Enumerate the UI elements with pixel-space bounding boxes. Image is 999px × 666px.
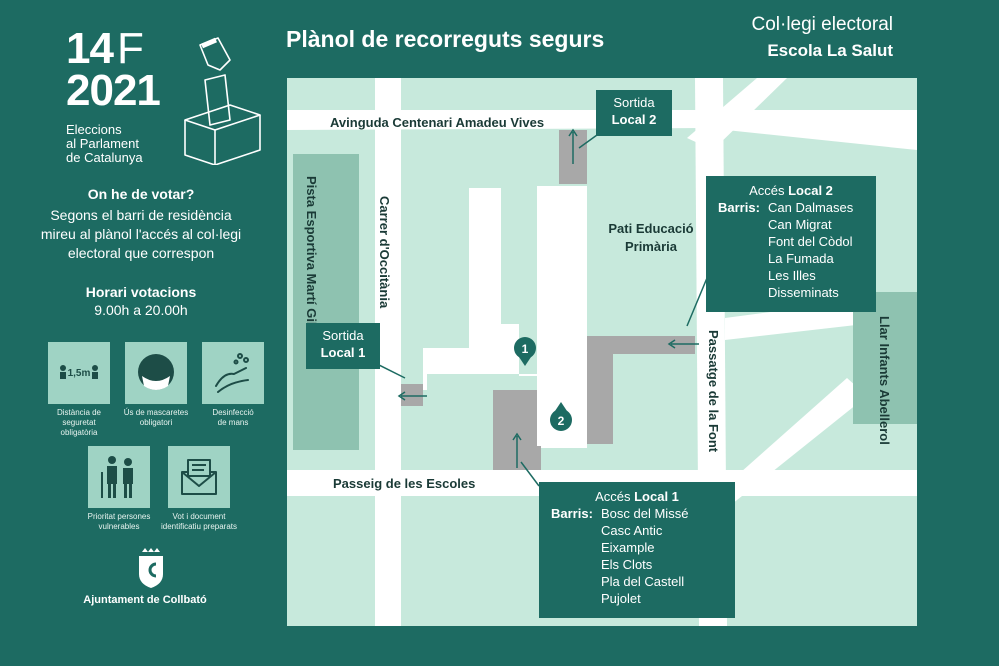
street-east-diagonal	[723, 378, 867, 508]
street-label-amadeu-vives: Avinguda Centenari Amadeu Vives	[330, 115, 545, 130]
question-text: Segons el barri de residència mireu al p…	[40, 207, 242, 261]
mask-icon	[138, 354, 174, 390]
place-label-pati: Pati Educació Primària	[608, 221, 694, 254]
hand-wash-tile	[202, 342, 264, 404]
elderly-people-icon	[101, 456, 133, 498]
arrow-local2-access	[667, 339, 699, 349]
logo-date: 14F 2021	[66, 27, 161, 115]
arrow-local2-exit	[568, 128, 578, 164]
page-title: Plànol de recorreguts segurs	[286, 26, 605, 52]
hours-text: 9.00h a 20.00h	[94, 302, 188, 318]
distance-value: 1,5m	[68, 368, 91, 379]
logo-elections: Eleccions al Parlament de Catalunya	[66, 122, 143, 165]
svg-text:1: 1	[522, 342, 529, 356]
path-local2-access	[587, 336, 695, 444]
logo-day: 14	[66, 24, 114, 73]
arrow-local1-exit	[397, 391, 427, 401]
council-name: Ajuntament de Collbató	[83, 594, 207, 606]
access-local1-box: Accés Local 1 Barris: Bosc del Missé Cas…	[539, 482, 735, 618]
exit-local1-box: Sortida Local 1	[306, 323, 380, 369]
exit-local2-box: Sortida Local 2	[596, 90, 672, 136]
marker-2: 2	[550, 402, 572, 431]
ballot-box-icon	[184, 37, 261, 165]
park-llar	[853, 292, 917, 424]
place-label-llar: Llar Infants Abellerol	[877, 316, 892, 445]
school-wing	[537, 186, 587, 446]
question-title: On he de votar?	[87, 186, 195, 202]
access-local2-box: Accés Local 2 Barris: Can Dalmases Can M…	[706, 176, 876, 312]
envelope-icon	[181, 459, 217, 495]
street-label-font: Passatge de la Font	[706, 330, 721, 453]
place-label-pista: Pista Esportiva Martí Gil	[304, 176, 319, 326]
council-crest-icon	[139, 548, 163, 588]
distance-tile: 1,5m	[48, 342, 110, 404]
logo-year: 2021	[66, 66, 161, 115]
mask-tile	[125, 342, 187, 404]
distance-icon: 1,5m	[60, 365, 98, 379]
school-name: Escola La Salut	[767, 41, 893, 60]
envelope-tile	[168, 446, 230, 508]
arrow-local1-access	[512, 432, 522, 468]
hours-title: Horari votacions	[85, 284, 197, 300]
street-amadeu-vives	[287, 110, 917, 150]
path-local1-exit	[401, 384, 423, 406]
svg-text:2: 2	[558, 414, 565, 428]
callout-line-access2	[686, 277, 708, 327]
marker-1: 1	[514, 337, 536, 366]
logo-letter: F	[116, 24, 144, 73]
priority-tile	[88, 446, 150, 508]
park-pista	[293, 154, 359, 450]
school-label: Col·legi electoral	[751, 14, 893, 35]
street-label-occitania: Carrer d'Occitània	[377, 196, 392, 309]
street-label-escoles: Passeig de les Escoles	[333, 476, 476, 491]
callout-line-access1	[520, 461, 540, 487]
hand-wash-icon	[215, 353, 249, 393]
street-north-diagonal	[687, 78, 787, 150]
